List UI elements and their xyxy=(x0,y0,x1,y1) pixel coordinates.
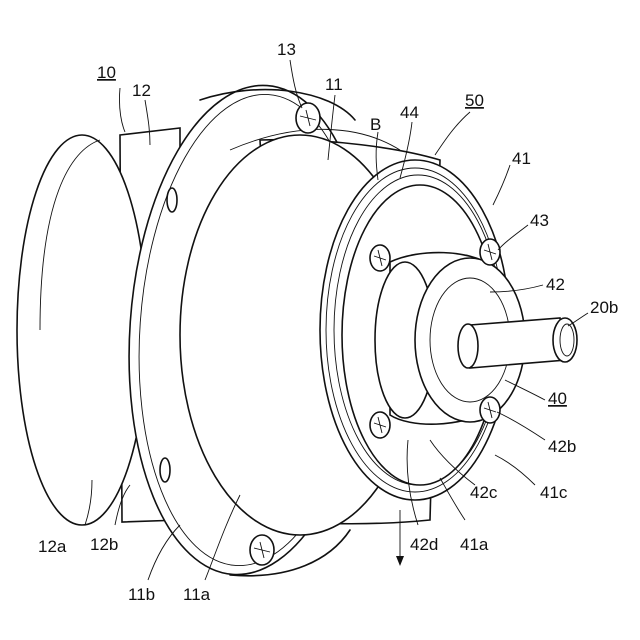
label-44: 44 xyxy=(400,103,419,122)
label-11b: 11b xyxy=(128,585,155,604)
screw-front-left-bottom xyxy=(370,412,390,438)
screw-13 xyxy=(296,103,320,133)
label-42d: 42d xyxy=(410,535,438,554)
label-41a: 41a xyxy=(460,535,489,554)
label-42b: 42b xyxy=(548,437,576,456)
screw-43 xyxy=(480,239,500,265)
label-43: 43 xyxy=(530,211,549,230)
label-42: 42 xyxy=(546,275,565,294)
screw-lower-flange xyxy=(250,535,274,565)
label-41c: 41c xyxy=(540,483,568,502)
label-11: 11 xyxy=(325,75,343,94)
label-20b: 20b xyxy=(590,298,618,317)
label-40: 40 xyxy=(548,389,567,408)
screw-front-right-bottom xyxy=(480,397,500,423)
label-12b: 12b xyxy=(90,535,118,554)
label-B: B xyxy=(370,115,381,134)
label-11a: 11a xyxy=(183,585,211,604)
label-10: 10 xyxy=(97,63,116,82)
label-42c: 42c xyxy=(470,483,498,502)
label-12a: 12a xyxy=(38,537,67,556)
screw-front-left-top xyxy=(370,245,390,271)
label-50: 50 xyxy=(465,91,484,110)
shaft-20b xyxy=(458,318,577,368)
label-13: 13 xyxy=(277,40,296,59)
label-12: 12 xyxy=(132,81,151,100)
label-41: 41 xyxy=(512,149,531,168)
